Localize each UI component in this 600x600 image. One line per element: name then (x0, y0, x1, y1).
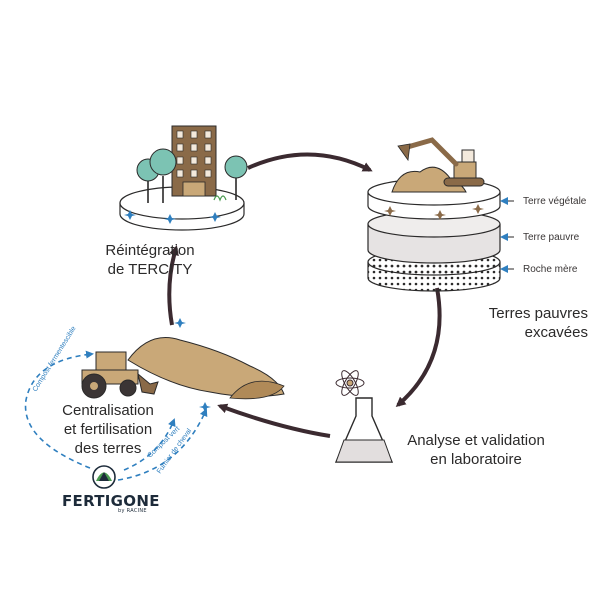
flow-compost-fermentescible (24, 350, 94, 469)
label-compost-fermentescible: Compost fermentescible (32, 325, 78, 393)
arrow-city-to-excavation (247, 152, 373, 172)
label-centralisation: Centralisation et fertilisation des terr… (62, 402, 154, 457)
brand-tagline: by RACINE (118, 508, 147, 514)
legend-terre-vegetale: Terre végétale (523, 196, 587, 207)
flow-compost-vert (123, 418, 176, 471)
city-illustration (119, 125, 248, 231)
tractor-icon (81, 351, 159, 399)
legend-terre-pauvre: Terre pauvre (523, 232, 580, 243)
brand-name: FERTIGONE (62, 492, 160, 510)
cycle-arrows (167, 152, 442, 438)
soil-layer-stack (367, 137, 514, 292)
lab-flask-icon (334, 370, 394, 463)
label-excavated: Terres pauvres excavées (488, 305, 588, 341)
label-reintegration: Réintégration de TERCITY (105, 242, 195, 278)
compost-heap-icon (127, 318, 285, 412)
arrow-centralisation-to-city (167, 245, 179, 326)
excavator-icon (397, 137, 485, 187)
legend-roche-mere: Roche mère (523, 264, 578, 275)
building-icon (171, 125, 217, 197)
arrow-excavation-to-lab (395, 287, 442, 407)
input-flows (24, 350, 208, 481)
tree-icon (136, 148, 248, 203)
fertigone-logo-icon (92, 465, 116, 489)
label-analysis: Analyse et validation en laboratoire (407, 432, 545, 468)
flow-fumier (117, 408, 208, 481)
arrow-lab-to-centralisation (217, 403, 331, 438)
atom-icon (335, 370, 365, 396)
layer-pointers (500, 197, 514, 273)
